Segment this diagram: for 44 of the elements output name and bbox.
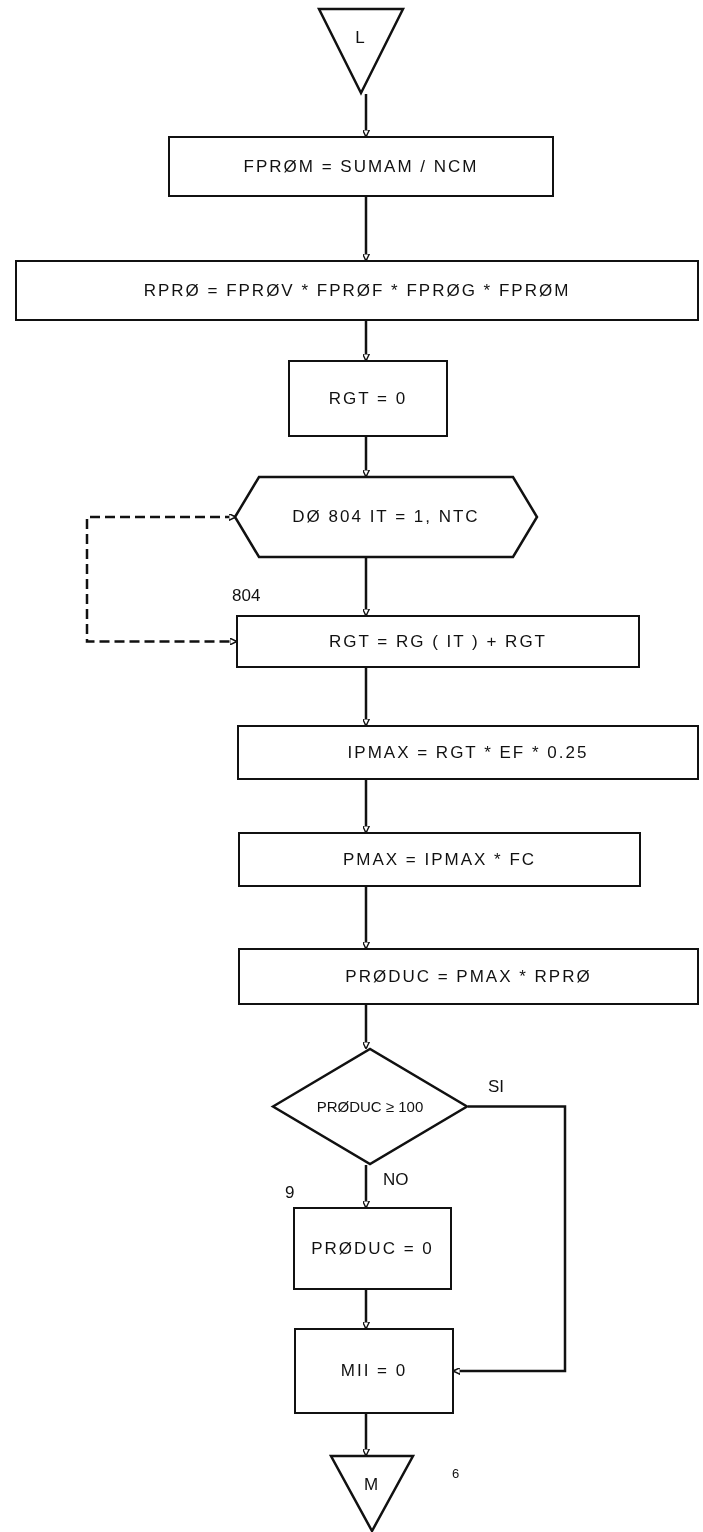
process-box — [236, 615, 640, 668]
condition-text: PRØDUC ≥ 100 — [316, 1098, 424, 1115]
flow-arrow — [361, 780, 371, 834]
statement-number: 804 — [232, 586, 261, 606]
decision-diamond — [272, 1048, 468, 1165]
loop-arrow — [85, 512, 238, 646]
statement-text: PRØDUC = PMAX * RPRØ — [345, 966, 592, 987]
flow-arrow — [361, 668, 371, 727]
process-box — [288, 360, 448, 437]
statement-text: RGT = RG ( IT ) + RGT — [329, 631, 547, 652]
flow-arrow — [361, 1414, 371, 1457]
connector-triangle — [330, 1455, 414, 1532]
flow-arrow — [361, 197, 371, 262]
flow-arrow — [361, 1165, 371, 1209]
statement-text: RGT = 0 — [328, 388, 408, 409]
flow-arrow — [361, 321, 371, 362]
flow-arrow — [361, 1005, 371, 1050]
statement-text: FPRØM = SUMAM / NCM — [243, 156, 479, 177]
statement-text: IPMAX = RGT * EF * 0.25 — [347, 742, 589, 763]
flow-arrow — [361, 558, 371, 617]
process-box — [293, 1207, 452, 1290]
statement-text: MII = 0 — [340, 1361, 408, 1381]
process-box — [237, 725, 699, 780]
process-box — [15, 260, 699, 321]
process-box — [238, 948, 699, 1005]
statement-text: PMAX = IPMAX * FC — [342, 849, 537, 870]
page-mark: 6 — [452, 1466, 460, 1481]
loop-hexagon — [235, 476, 537, 558]
statement-text: PRØDUC = 0 — [311, 1238, 434, 1259]
statement-text: DØ 804 IT = 1, NTC — [292, 507, 480, 527]
flow-arrow — [361, 1290, 371, 1330]
edge-label: NO — [383, 1170, 409, 1190]
connector-label: L — [355, 28, 367, 48]
process-box — [168, 136, 554, 197]
flow-arrow — [361, 437, 371, 478]
edge-label: SI — [488, 1077, 505, 1097]
process-box — [238, 832, 641, 887]
flow-arrow — [361, 887, 371, 950]
flow-arrow — [361, 94, 371, 138]
statement-text: RPRØ = FPRØV * FPRØF * FPRØG * FPRØM — [143, 280, 571, 301]
statement-number: 9 — [285, 1183, 295, 1203]
connector-triangle — [318, 8, 404, 94]
connector-label: M — [363, 1475, 381, 1495]
process-box — [294, 1328, 454, 1414]
